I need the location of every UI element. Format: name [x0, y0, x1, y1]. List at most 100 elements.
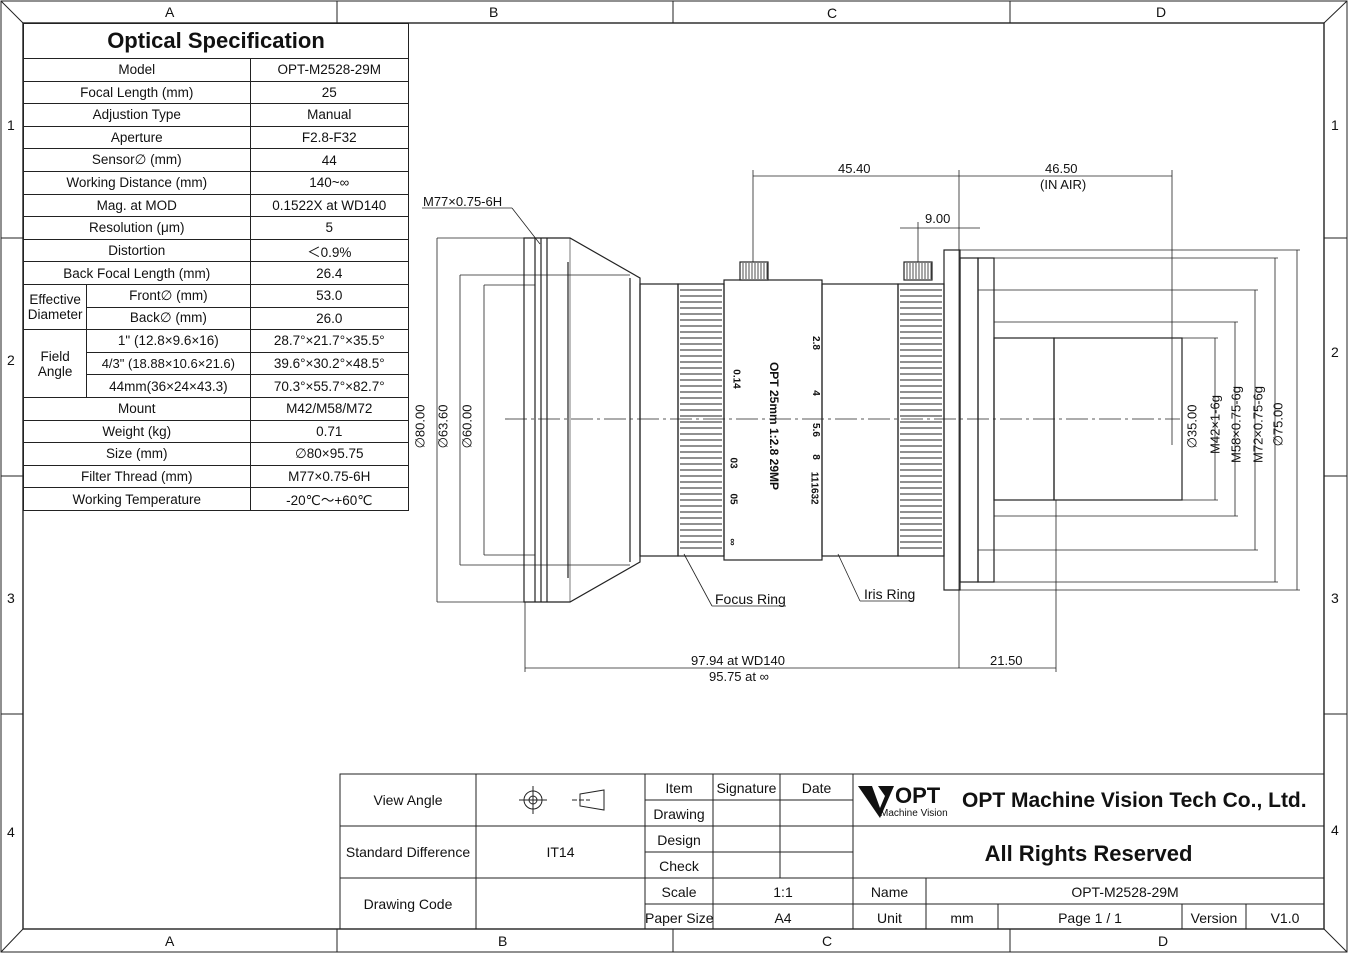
paper-size-value: A4 [774, 910, 792, 926]
dim-d63-6: ∅63.60 [435, 404, 451, 449]
f-stop-mark: 11 [808, 471, 820, 483]
spec-label: Weight (kg) [23, 419, 251, 444]
spec-label: 4/3" (18.88×10.6×21.6) [86, 351, 251, 376]
scale-value: 1:1 [773, 884, 793, 900]
row-label-2-right: 2 [1331, 344, 1339, 360]
col-label-c-bottom: C [822, 933, 833, 949]
focus-ring-knurling [680, 289, 722, 549]
spec-label: Filter Thread (mm) [23, 464, 251, 489]
f-stop-mark: 4 [809, 390, 821, 396]
spec-value: Manual [249, 103, 410, 127]
col-label-d-bottom: D [1158, 933, 1169, 949]
spec-value: 0.71 [249, 419, 410, 444]
spec-label: Size (mm) [23, 442, 251, 466]
spec-title: Optical Specification [23, 23, 409, 59]
spec-label: Working Distance (mm) [23, 170, 251, 195]
spec-label: Adjustion Type [23, 103, 251, 127]
f-stop-mark: 2.8 [809, 336, 821, 350]
lens-drawing [505, 237, 1183, 603]
row-label-4-left: 4 [7, 824, 15, 840]
effective-diameter-group: Effective Diameter [22, 283, 88, 331]
length-at-wd140: 97.94 at WD140 [691, 653, 785, 668]
length-at-infinity: 95.75 at ∞ [709, 669, 769, 684]
spec-label: 44mm(36×24×43.3) [86, 374, 251, 398]
spec-value: ∅80×95.75 [249, 442, 410, 466]
spec-label: Model [23, 58, 251, 82]
dim-d80: ∅80.00 [412, 404, 428, 449]
spec-label: 1" (12.8×9.6×16) [86, 329, 251, 353]
spec-value: 44 [249, 148, 410, 172]
spec-label: Mount [23, 396, 251, 421]
standard-difference-value: IT14 [546, 844, 575, 860]
col-label-b-top: B [489, 4, 499, 20]
spec-label: Front∅ (mm) [86, 283, 251, 308]
spec-value: OPT-M2528-29M [249, 58, 410, 82]
check-row-label: Check [659, 858, 699, 874]
row-label-3-left: 3 [7, 590, 15, 606]
spec-value: 25 [249, 80, 410, 105]
design-row-label: Design [657, 832, 701, 848]
dim-m72: M72×0.75-6g [1250, 386, 1266, 463]
focus-mark: ∞ [726, 538, 738, 546]
dim-45-40: 45.40 [838, 161, 871, 176]
dim-d75: ∅75.00 [1270, 402, 1286, 447]
opt-logo [858, 786, 894, 818]
paper-size-label: Paper Size [645, 910, 714, 926]
focus-ring-label: Focus Ring [715, 591, 786, 607]
view-angle-label: View Angle [373, 792, 443, 808]
standard-difference-label: Standard Difference [345, 844, 471, 860]
spec-label: Back∅ (mm) [86, 306, 251, 331]
spec-value: 140~∞ [249, 170, 410, 195]
spec-value: 70.3°×55.7°×82.7° [249, 374, 410, 398]
dim-46-50: 46.50 [1045, 161, 1078, 176]
col-label-d-top: D [1156, 4, 1167, 20]
spec-value: ＜0.9% [249, 238, 410, 263]
spec-label: Back Focal Length (mm) [23, 261, 251, 285]
col-label-c-top: C [827, 5, 838, 21]
spec-label: Distortion [23, 238, 251, 263]
dim-d35: ∅35.00 [1184, 404, 1200, 449]
drawing-code-label: Drawing Code [363, 896, 453, 912]
name-label: Name [870, 884, 909, 900]
col-label-a-bottom: A [165, 933, 175, 949]
f-stop-mark: 8 [809, 454, 821, 460]
spec-value: 26.0 [249, 306, 410, 331]
logo-text: OPT [895, 783, 941, 808]
spec-value: M42/M58/M72 [249, 396, 410, 421]
spec-value: 5 [249, 216, 410, 240]
filter-thread-label: M77×0.75-6H [423, 194, 503, 209]
spec-value: 26.4 [249, 261, 410, 285]
title-block-grid [339, 773, 1325, 930]
field-angle-group: Field Angle [22, 329, 88, 398]
dim-9-00: 9.00 [925, 211, 951, 226]
spec-value: F2.8-F32 [249, 125, 410, 150]
focus-mark: 05 [727, 493, 739, 505]
iris-ring-knurling [900, 289, 942, 549]
company-name: OPT Machine Vision Tech Co., Ltd. [962, 789, 1307, 812]
spec-label: Sensor∅ (mm) [23, 148, 251, 172]
dim-m42: M42×1-6g [1207, 395, 1223, 454]
f-stop-mark: 32 [808, 493, 820, 505]
focus-mark: 03 [727, 457, 739, 469]
spec-label: Working Temperature [23, 487, 251, 511]
spec-value: -20℃～+60℃ [249, 487, 410, 511]
spec-value: 39.6°×30.2°×48.5° [249, 351, 410, 376]
row-label-3-right: 3 [1331, 590, 1339, 606]
dim-m58: M58×0.75-6g [1228, 386, 1244, 463]
barrel-engraving: OPT 25mm 1:2.8 29MP [767, 361, 781, 491]
logo-subtext: Machine Vision [880, 808, 948, 819]
screw-knurling [742, 263, 932, 279]
unit-value: mm [950, 910, 974, 926]
col-label-b-bottom: B [498, 933, 508, 949]
dimension-lines [422, 170, 1300, 672]
col-label-a-top: A [165, 4, 175, 20]
spec-label: Mag. at MOD [23, 193, 251, 218]
row-label-2-left: 2 [7, 352, 15, 368]
iris-ring-label: Iris Ring [864, 586, 916, 602]
spec-label: Aperture [23, 125, 251, 150]
version-value: V1.0 [1270, 910, 1300, 926]
rights-text: All Rights Reserved [984, 841, 1193, 866]
date-header: Date [801, 780, 832, 796]
f-stop-mark: 5.6 [809, 423, 821, 437]
